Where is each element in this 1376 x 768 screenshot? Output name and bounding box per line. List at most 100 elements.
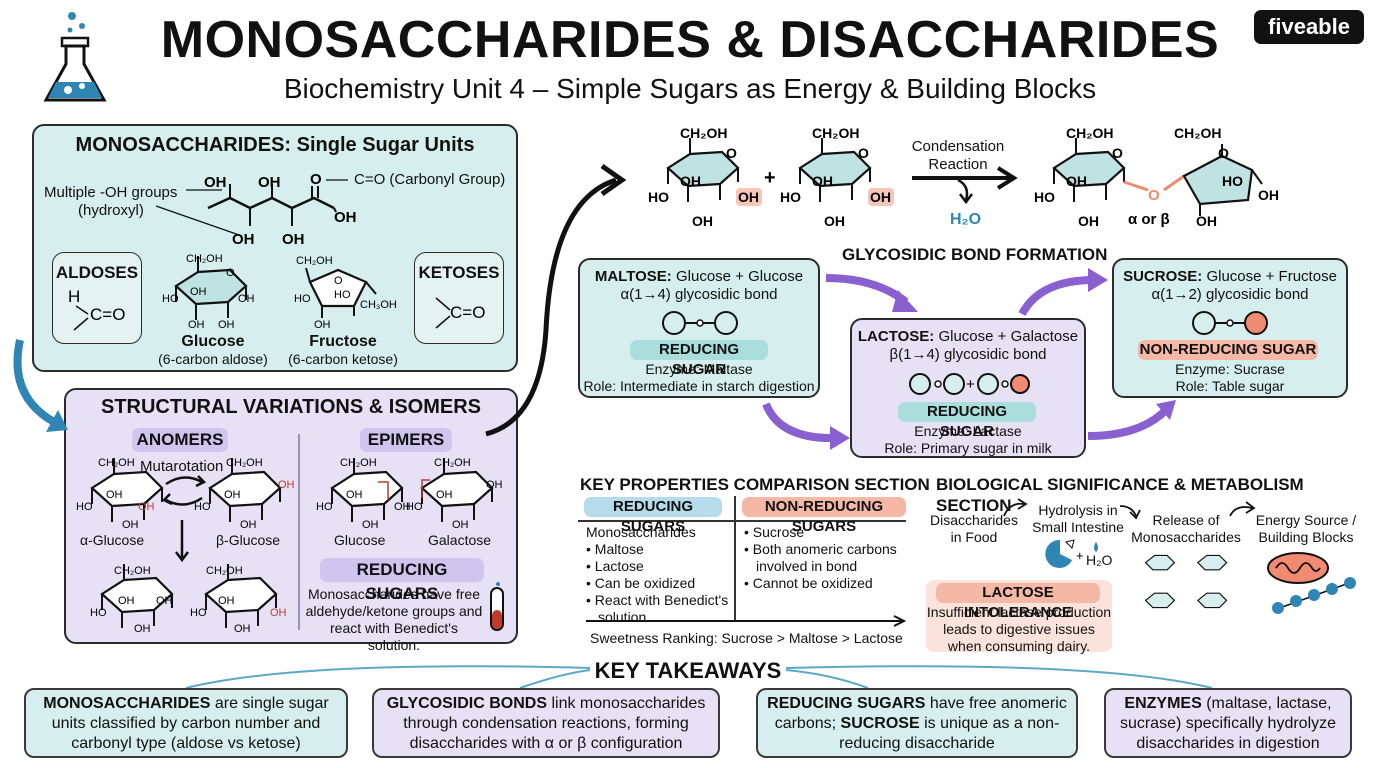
properties-rule: [578, 520, 906, 522]
svg-text:OH: OH: [106, 489, 123, 501]
epimer-rings: CH₂OH HO OH OH OH CH₂OH HO OH OH OH: [316, 456, 503, 531]
svg-text:OH: OH: [270, 607, 287, 619]
svg-text:O: O: [858, 145, 869, 161]
chain-o: O: [310, 171, 322, 188]
galactose-label: Galactose: [428, 532, 492, 548]
svg-text:OH: OH: [118, 595, 135, 607]
reducing-sugars-text: Monosaccharides have free aldehyde/keton…: [305, 586, 483, 653]
svg-text:OH: OH: [218, 595, 235, 607]
chain-oh-4: OH: [282, 231, 305, 248]
maltose-card: [578, 258, 820, 398]
chain-oh-5: OH: [334, 209, 357, 226]
reducing-sugars-pill: REDUCING SUGARS: [320, 558, 484, 603]
takeaway-glycosidic-bonds: GLYCOSIDIC BONDS link monosaccharides th…: [372, 688, 720, 758]
svg-text:HO: HO: [162, 293, 179, 305]
fiveable-logo: fiveable: [1254, 10, 1364, 44]
svg-text:OH: OH: [122, 519, 139, 531]
svg-text:O: O: [1148, 187, 1160, 204]
step-energy: Energy Source / Building Blocks: [1255, 512, 1357, 545]
svg-text:+: +: [764, 167, 776, 189]
svg-text:O: O: [726, 145, 737, 161]
step-disaccharides: Disaccharides in Food: [930, 512, 1018, 545]
test-tube-icon: [490, 582, 504, 631]
svg-text:CH₂OH: CH₂OH: [186, 253, 223, 265]
lactose-card: [850, 318, 1086, 458]
svg-text:OH: OH: [1066, 173, 1087, 189]
svg-text:H₂O: H₂O: [950, 211, 981, 228]
svg-text:H: H: [68, 287, 80, 306]
chain-oh-1: OH: [204, 174, 227, 191]
fructose-ring: CH₂OH O HO HO CH₃OH OH: [294, 255, 397, 330]
isomers-divider: [298, 434, 300, 630]
sucrose-type: NON-REDUCING SUGAR: [1138, 340, 1318, 360]
svg-text:+: +: [966, 376, 975, 393]
enzyme-pacman-icon: +: [1045, 539, 1098, 568]
page-title: MONOSACCHARIDES & DISACCHARIDES: [160, 11, 1220, 69]
svg-text:HO: HO: [648, 189, 669, 205]
svg-text:CH₂OH: CH₂OH: [98, 457, 135, 469]
glycosidic-bond-title: GLYCOSIDIC BOND FORMATION: [842, 245, 1108, 264]
glucose-ring: CH₂OH O HO OH OH OH OH: [162, 253, 255, 330]
svg-text:CH₂OH: CH₂OH: [340, 457, 377, 469]
svg-text:OH: OH: [870, 189, 891, 205]
svg-text:α or β: α or β: [1128, 211, 1170, 228]
svg-text:OH: OH: [738, 189, 759, 205]
svg-text:OH: OH: [188, 319, 205, 330]
svg-text:OH: OH: [156, 595, 173, 607]
properties-divider: [734, 496, 736, 620]
ketoses-box: [414, 252, 504, 344]
svg-text:HO: HO: [194, 501, 211, 513]
svg-text:OH: OH: [218, 319, 235, 330]
svg-text:CH₂OH: CH₂OH: [226, 457, 263, 469]
svg-text:HO: HO: [294, 293, 311, 305]
lactose-intolerance-text: Insufficient lactase production leads to…: [926, 604, 1112, 654]
svg-text:OH: OH: [486, 479, 503, 491]
svg-text:OH: OH: [346, 489, 363, 501]
monosaccharide-rings-icon: [1144, 554, 1228, 609]
aldoses-box: [52, 252, 142, 344]
svg-text:C=O: C=O: [90, 305, 125, 324]
svg-text:HO: HO: [1034, 189, 1055, 205]
sucrose-header: SUCROSE: Glucose + Fructose α(1→2) glyco…: [1123, 268, 1337, 303]
svg-text:C=O: C=O: [450, 303, 485, 322]
svg-text:OH: OH: [224, 489, 241, 501]
non-reducing-list: Sucrose Both anomeric carbons involved i…: [744, 524, 906, 592]
svg-text:CH₂OH: CH₂OH: [434, 457, 471, 469]
oh-groups-label: Multiple -OH groups (hydroxyl): [44, 184, 178, 219]
chain-oh-2: OH: [258, 174, 281, 191]
svg-text:O: O: [1218, 145, 1229, 161]
svg-text:OH: OH: [394, 501, 411, 513]
sucrose-details: Enzyme: Sucrase Role: Table sugar: [1175, 361, 1285, 394]
takeaways-connector: [185, 665, 1213, 689]
svg-text:CH₂OH: CH₂OH: [206, 565, 243, 577]
chain-oh-3: OH: [232, 231, 255, 248]
monosaccharides-title: MONOSACCHARIDES: Single Sugar Units: [75, 134, 475, 156]
takeaway-reducing-sugars: REDUCING SUGARS have free anomeric carbo…: [756, 688, 1078, 758]
svg-text:CH₂OH: CH₂OH: [680, 125, 727, 141]
svg-text:CH₂OH: CH₂OH: [114, 565, 151, 577]
svg-text:OH: OH: [278, 479, 294, 491]
svg-text:OH: OH: [1258, 187, 1279, 203]
condensation-reaction-diagram: CH₂OH O HO OH OH OH + CH₂OH O HO OH OH O…: [648, 125, 1279, 229]
svg-text:O: O: [334, 275, 343, 287]
aldoses-label: ALDOSES: [55, 263, 139, 282]
maltose-type: REDUCING SUGAR: [630, 340, 768, 378]
svg-text:HO: HO: [76, 501, 93, 513]
aldehyde-group: H C=O: [68, 287, 125, 331]
lactose-intolerance-title: LACTOSE INTOLERANCE: [936, 583, 1100, 621]
condensation-label: Condensation Reaction: [911, 138, 1005, 173]
svg-text:OH: OH: [680, 173, 701, 189]
svg-text:OH: OH: [240, 519, 257, 531]
page-subtitle: Biochemistry Unit 4 – Simple Sugars as E…: [283, 73, 1097, 104]
svg-text:HO: HO: [406, 501, 423, 513]
takeaways-title: KEY TAKEAWAYS: [594, 658, 782, 683]
takeaway-enzymes: ENZYMES (maltase, lactase, sucrase) spec…: [1104, 688, 1352, 758]
svg-text:OH: OH: [314, 319, 331, 330]
epimer-glucose-label: Glucose: [334, 532, 386, 548]
svg-text:HO: HO: [334, 289, 351, 301]
biological-title: BIOLOGICAL SIGNIFICANCE & METABOLISM SEC…: [936, 475, 1304, 515]
glucose-caption: Glucose (6-carbon aldose): [158, 333, 268, 367]
sucrose-card: [1112, 258, 1348, 398]
sweetness-arrow: [586, 615, 907, 627]
svg-text:OH: OH: [1196, 213, 1217, 229]
